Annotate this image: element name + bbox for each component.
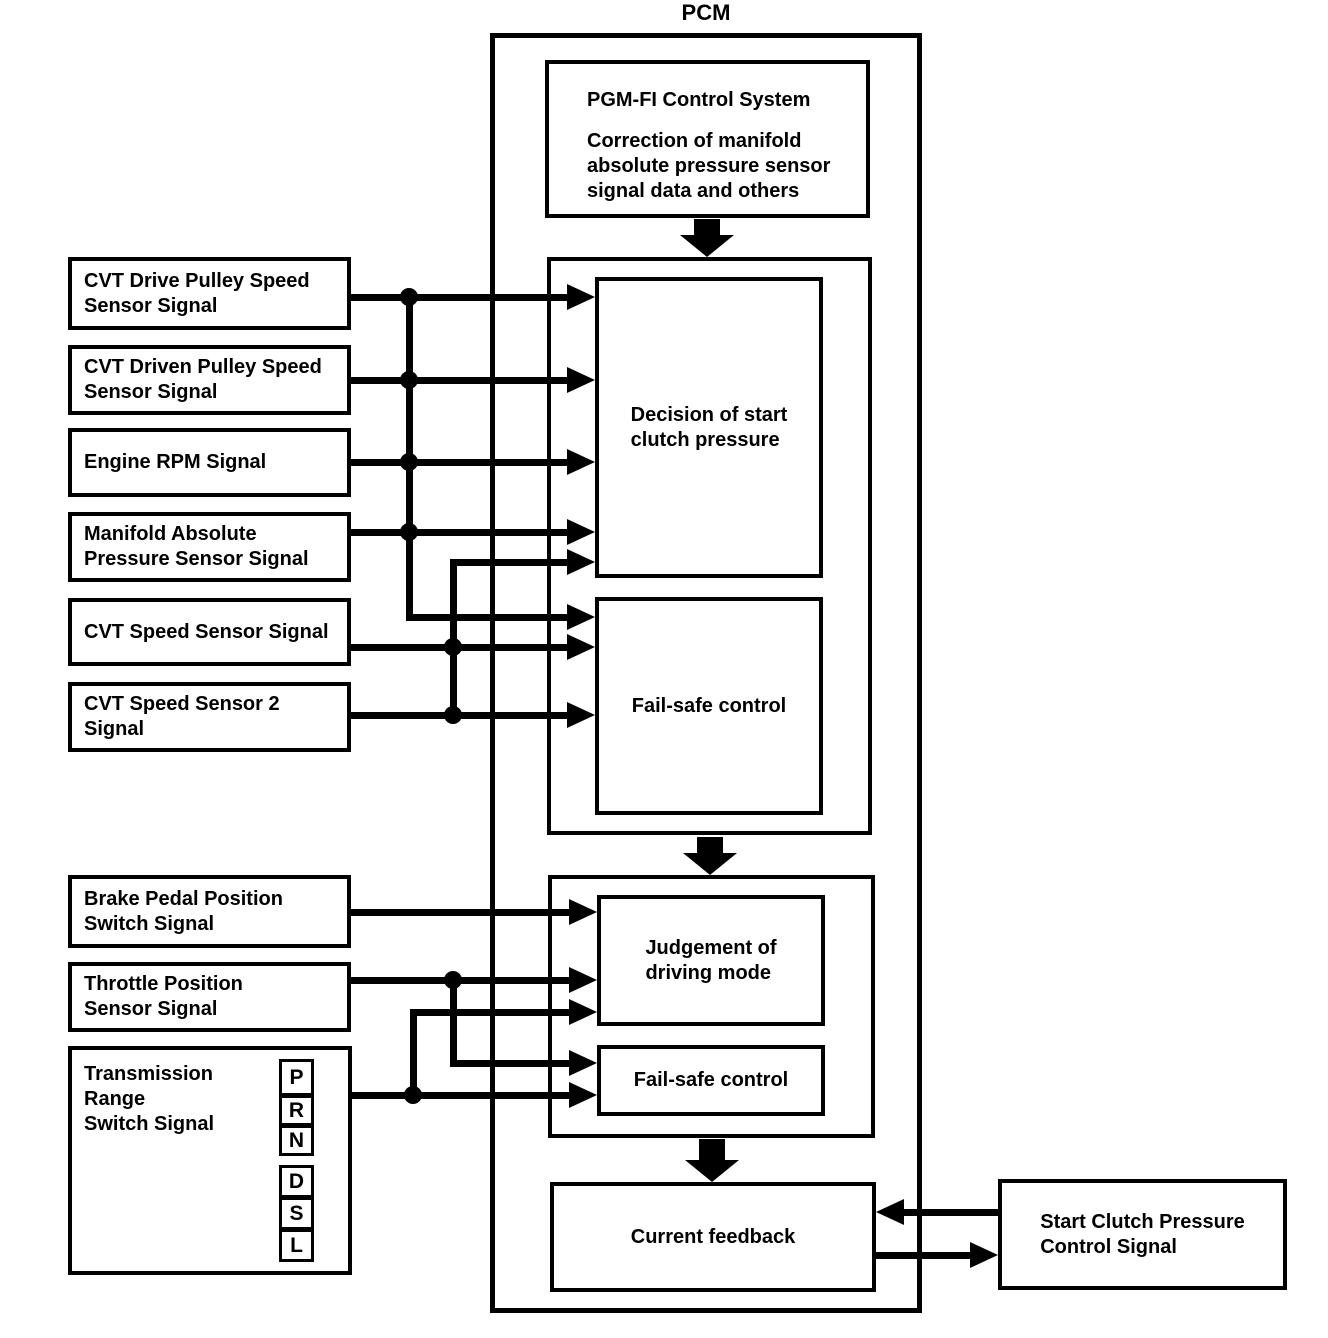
decision-label: Decision of start clutch pressure <box>630 403 788 451</box>
arrowhead-icon <box>567 702 595 728</box>
failsafe-upper-box: Fail-safe control <box>595 597 823 815</box>
junction-dot <box>444 638 462 656</box>
judgement-label: Judgement of driving mode <box>645 936 777 984</box>
junction-dot <box>400 288 418 306</box>
pgmfi-box: PGM-FI Control System Correction of mani… <box>545 60 870 218</box>
arrowhead-icon <box>569 1050 597 1076</box>
signal-line <box>406 614 570 621</box>
arrowhead-icon <box>569 899 597 925</box>
failsafe-upper-label: Fail-safe control <box>631 694 787 717</box>
down-block-arrow-icon <box>683 853 737 875</box>
signal-bus-line <box>410 1009 417 1099</box>
arrowhead-icon <box>569 1082 597 1108</box>
pcm-boundary-box <box>490 33 922 1313</box>
arrowhead-icon <box>569 967 597 993</box>
down-block-arrow-stem <box>699 1139 725 1160</box>
input-label: CVT Speed Sensor 2 Signal <box>84 693 280 740</box>
junction-dot <box>444 971 462 989</box>
arrowhead-icon <box>569 999 597 1025</box>
arrowhead-icon <box>567 367 595 393</box>
input-label: Brake Pedal Position Switch Signal <box>84 887 283 935</box>
signal-line <box>351 529 570 536</box>
feedback-in-line <box>902 1209 998 1216</box>
input-label: Manifold Absolute Pressure Sensor Signal <box>84 523 309 570</box>
input-label: CVT Drive Pulley Speed Sensor Signal <box>84 269 310 317</box>
junction-dot <box>444 706 462 724</box>
down-block-arrow-icon <box>680 235 734 257</box>
arrowhead-icon <box>567 634 595 660</box>
junction-dot <box>400 371 418 389</box>
arrowhead-icon <box>567 604 595 630</box>
down-block-arrow-icon <box>685 1160 739 1182</box>
arrowhead-icon <box>567 519 595 545</box>
pgmfi-title: PGM-FI Control System <box>587 89 811 111</box>
feedback-out-line <box>876 1252 972 1259</box>
signal-line <box>351 294 570 301</box>
pgmfi-description: Correction of manifold absolute pressure… <box>587 130 831 202</box>
failsafe-lower-label: Fail-safe control <box>633 1069 789 1091</box>
signal-line <box>351 459 570 466</box>
gear-cell-p: P <box>279 1059 314 1096</box>
input-label: CVT Driven Pulley Speed Sensor Signal <box>84 356 322 403</box>
input-box-engine-rpm: Engine RPM Signal <box>68 428 351 497</box>
junction-dot <box>400 523 418 541</box>
current-feedback-box: Current feedback <box>550 1182 876 1292</box>
input-box-throttle-position: Throttle Position Sensor Signal <box>68 962 351 1032</box>
gear-cell-r: R <box>279 1095 314 1126</box>
input-box-cvt-driven-pulley: CVT Driven Pulley Speed Sensor Signal <box>68 345 351 415</box>
signal-bus-line <box>450 977 457 1067</box>
signal-line <box>351 909 572 916</box>
gear-cell-d: D <box>279 1165 314 1198</box>
judgement-box: Judgement of driving mode <box>597 895 825 1026</box>
start-clutch-signal-label: Start Clutch Pressure Control Signal <box>1040 1210 1245 1258</box>
gear-cell-n: N <box>279 1125 314 1156</box>
arrowhead-icon <box>567 449 595 475</box>
arrowhead-icon <box>567 549 595 575</box>
input-label: CVT Speed Sensor Signal <box>84 620 329 643</box>
input-box-cvt-speed-sensor-2: CVT Speed Sensor 2 Signal <box>68 682 351 752</box>
junction-dot <box>404 1086 422 1104</box>
junction-dot <box>400 453 418 471</box>
input-box-brake-pedal: Brake Pedal Position Switch Signal <box>68 875 351 948</box>
arrowhead-icon <box>970 1242 998 1268</box>
input-box-cvt-speed-sensor: CVT Speed Sensor Signal <box>68 598 351 666</box>
input-label: Throttle Position Sensor Signal <box>84 973 243 1020</box>
signal-line <box>352 1092 572 1099</box>
input-label: Engine RPM Signal <box>84 451 267 473</box>
signal-line <box>450 559 570 566</box>
decision-box: Decision of start clutch pressure <box>595 277 823 578</box>
down-block-arrow-stem <box>694 219 720 235</box>
pcm-title: PCM <box>681 0 731 25</box>
down-block-arrow-stem <box>697 837 723 855</box>
gear-cell-s: S <box>279 1197 314 1230</box>
start-clutch-signal-box: Start Clutch Pressure Control Signal <box>998 1179 1287 1290</box>
arrowhead-left-icon <box>876 1199 904 1225</box>
arrowhead-icon <box>567 284 595 310</box>
failsafe-lower-box: Fail-safe control <box>597 1045 825 1116</box>
signal-line <box>351 377 570 384</box>
gear-cell-l: L <box>279 1229 314 1262</box>
signal-line <box>450 1060 572 1067</box>
input-box-map-sensor: Manifold Absolute Pressure Sensor Signal <box>68 512 351 582</box>
signal-line <box>410 1009 572 1016</box>
current-feedback-label: Current feedback <box>630 1225 796 1248</box>
input-label: Transmission Range Switch Signal <box>84 1063 215 1135</box>
input-box-cvt-drive-pulley: CVT Drive Pulley Speed Sensor Signal <box>68 257 351 330</box>
